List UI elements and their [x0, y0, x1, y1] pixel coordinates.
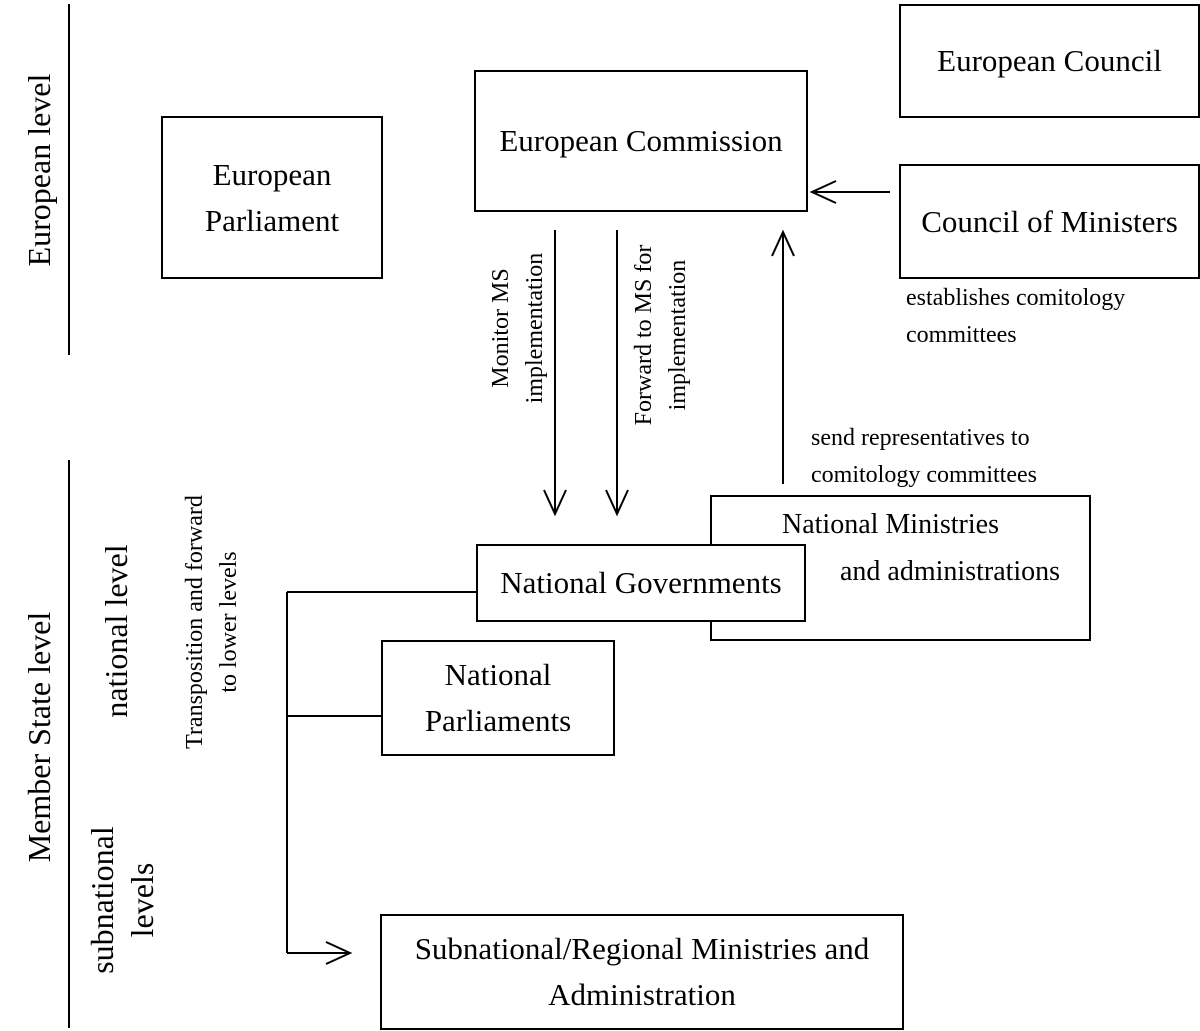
european-parliament-box: European Parliament	[161, 116, 383, 279]
transposition-label-line1: Transposition and forward	[182, 495, 208, 749]
monitor-label-line1: Monitor MS	[488, 268, 514, 388]
subnational-ministries-line1: Subnational/Regional Ministries and	[414, 931, 870, 966]
council-of-ministers-box: Council of Ministers	[899, 164, 1200, 279]
send-line2: comitology committees	[811, 462, 1037, 488]
subnational-ministries-line2: Administration	[548, 977, 736, 1012]
send-representatives-label: send representatives to comitology commi…	[811, 420, 1037, 494]
monitor-label: Monitor MS implementation	[484, 213, 552, 443]
establishes-line2: committees	[906, 322, 1017, 348]
national-governments-label: National Governments	[500, 565, 782, 600]
forward-label-line2: implementation	[665, 259, 691, 411]
national-governments-box: National Governments	[476, 544, 806, 622]
european-level-label: European level	[21, 73, 57, 267]
subnational-levels-line1: subnational	[84, 826, 120, 974]
european-parliament-line2: Parliament	[204, 202, 340, 238]
send-representatives-arrow	[771, 229, 795, 484]
establishes-line1: establishes comitology	[906, 285, 1126, 311]
forward-label-line1: Forward to MS for	[631, 244, 657, 426]
member-state-level-label: Member State level	[21, 611, 57, 863]
national-level-label: national level	[98, 544, 134, 718]
transposition-label-line2: to lower levels	[216, 551, 242, 693]
subnational-levels-line2: levels	[124, 862, 160, 938]
forward-label: Forward to MS for implementation	[627, 210, 695, 460]
national-ministries-line1: National Ministries	[782, 509, 999, 540]
national-parliaments-line1: National	[444, 657, 552, 692]
transposition-label: Transposition and forward to lower level…	[178, 477, 246, 767]
monitor-arrow	[543, 230, 567, 517]
subnational-levels-label: subnational levels	[82, 820, 162, 980]
european-council-box: European Council	[899, 4, 1200, 118]
national-parliaments-box: National Parliaments	[381, 640, 615, 756]
european-commission-label: European Commission	[499, 123, 783, 158]
council-to-commission-arrow	[809, 180, 890, 204]
forward-arrow	[605, 230, 629, 517]
national-parliaments-line2: Parliaments	[424, 703, 572, 738]
council-of-ministers-label: Council of Ministers	[921, 203, 1178, 239]
monitor-label-line2: implementation	[522, 252, 548, 404]
national-ministries-line2: and administrations	[840, 556, 1061, 587]
european-council-label: European Council	[937, 43, 1162, 78]
subnational-ministries-box: Subnational/Regional Ministries and Admi…	[380, 914, 904, 1030]
establishes-comitology-label: establishes comitology committees	[906, 280, 1125, 354]
european-commission-box: European Commission	[474, 70, 808, 212]
transposition-bracket	[286, 591, 476, 965]
send-line1: send representatives to	[811, 425, 1030, 451]
european-parliament-line1: European	[212, 156, 332, 192]
